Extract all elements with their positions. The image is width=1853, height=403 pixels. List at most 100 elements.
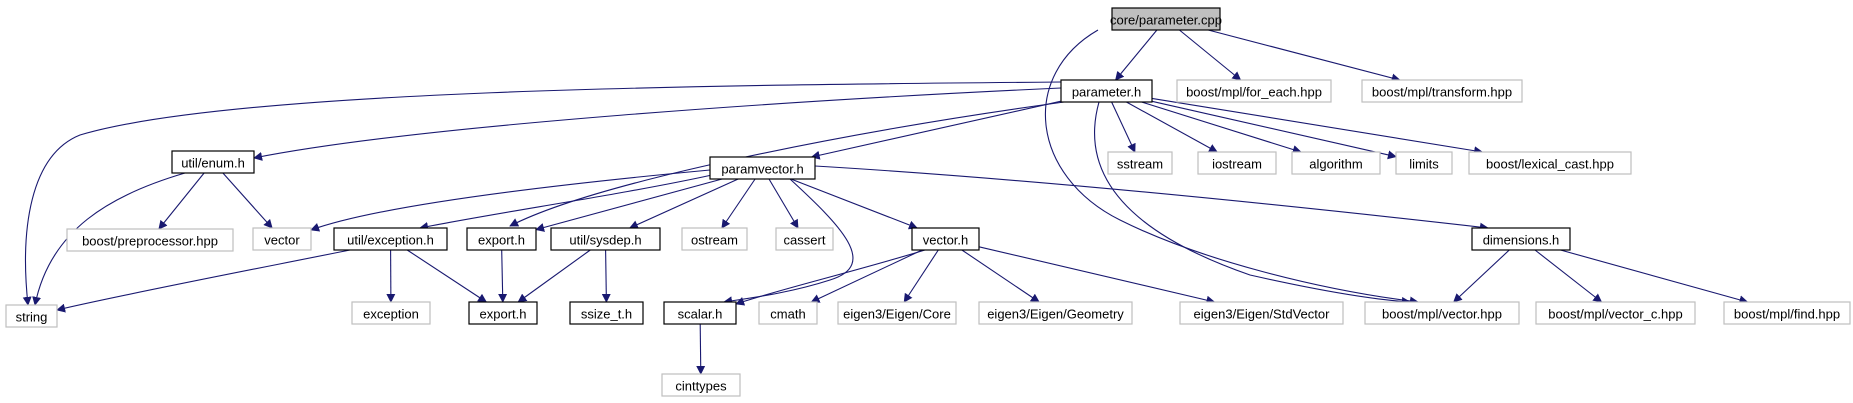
edge-vector-h-to-eigen-core xyxy=(903,249,939,303)
node-box xyxy=(1107,151,1173,175)
node-dimensions-h[interactable]: dimensions.h xyxy=(1471,227,1571,251)
edge-parameter-h-to-limits xyxy=(1151,100,1397,160)
node-label: iostream xyxy=(1212,157,1262,172)
edge-export-h-a-to-export-h-b xyxy=(498,249,508,303)
node-box xyxy=(550,227,661,251)
node-box xyxy=(1197,151,1277,175)
node-label: sstream xyxy=(1117,157,1163,172)
edge-vector-h-to-cmath xyxy=(810,249,923,303)
node-box xyxy=(911,227,980,251)
edge-paramvector-h-to-cassert xyxy=(768,178,799,229)
node-box xyxy=(1060,79,1153,103)
edge-parameter-h-to-sstream xyxy=(1111,101,1136,153)
node-vector-h[interactable]: vector.h xyxy=(911,227,980,251)
node-box xyxy=(252,227,312,251)
node-label: exception xyxy=(363,307,419,322)
node-boost-mpl-vector-c: boost/mpl/vector_c.hpp xyxy=(1535,301,1696,325)
node-box xyxy=(681,227,748,251)
edge-util-enum-h-to-vector-std xyxy=(222,172,273,229)
node-label: export.h xyxy=(480,307,527,322)
node-util-sysdep-h[interactable]: util/sysdep.h xyxy=(550,227,661,251)
node-export-h-a[interactable]: export.h xyxy=(466,227,537,251)
node-box xyxy=(171,150,255,174)
node-label: util/exception.h xyxy=(347,233,434,248)
node-label: vector xyxy=(264,233,300,248)
edge-dimensions-h-to-boost-mpl-vector-c xyxy=(1534,249,1603,303)
node-scalar-h[interactable]: scalar.h xyxy=(663,301,737,325)
node-label: ssize_t.h xyxy=(581,307,632,322)
node-label: vector.h xyxy=(923,233,969,248)
node-label: string xyxy=(16,310,48,325)
node-core-parameter-cpp[interactable]: core/parameter.cpp xyxy=(1110,7,1222,31)
node-box xyxy=(1361,79,1523,103)
edge-vector-h-to-scalar-h xyxy=(735,249,926,306)
edge-paramvector-h-to-export-h-a xyxy=(535,178,723,232)
node-box xyxy=(775,227,834,251)
edge-parameter-h-to-boost-lexical-cast xyxy=(1151,97,1484,156)
node-box xyxy=(1535,301,1696,325)
edge-paramvector-h-to-scalar-h xyxy=(723,178,854,306)
node-label: boost/mpl/vector_c.hpp xyxy=(1548,307,1682,322)
node-paramvector-h[interactable]: paramvector.h xyxy=(709,156,816,180)
node-boost-lexical-cast: boost/lexical_cast.hpp xyxy=(1468,151,1632,175)
node-label: boost/mpl/vector.hpp xyxy=(1382,307,1502,322)
node-box xyxy=(1395,151,1453,175)
node-label: util/sysdep.h xyxy=(569,233,641,248)
edge-util-sysdep-h-to-ssize-t-h xyxy=(601,249,611,303)
node-util-enum-h[interactable]: util/enum.h xyxy=(171,150,255,174)
edge-dimensions-h-to-boost-mpl-vector xyxy=(1453,249,1510,303)
node-box xyxy=(1291,151,1381,175)
node-box xyxy=(1111,7,1221,31)
node-box xyxy=(758,301,818,325)
edge-parameter-h-to-algorithm xyxy=(1141,101,1302,154)
node-label: boost/mpl/find.hpp xyxy=(1734,307,1840,322)
node-label: scalar.h xyxy=(678,307,723,322)
node-cassert: cassert xyxy=(775,227,834,251)
node-box xyxy=(1723,301,1851,325)
edge-util-exception-h-to-export-h-b xyxy=(406,249,488,303)
node-box xyxy=(569,301,644,325)
node-boost-mpl-find: boost/mpl/find.hpp xyxy=(1723,301,1851,325)
node-boost-mpl-vector: boost/mpl/vector.hpp xyxy=(1364,301,1520,325)
node-boost-mpl-transform: boost/mpl/transform.hpp xyxy=(1361,79,1523,103)
node-label: boost/preprocessor.hpp xyxy=(82,234,218,249)
node-label: eigen3/Eigen/StdVector xyxy=(1194,307,1331,322)
node-label: dimensions.h xyxy=(1483,233,1560,248)
node-limits: limits xyxy=(1395,151,1453,175)
node-box xyxy=(468,301,538,325)
node-box xyxy=(1176,79,1332,103)
edge-paramvector-h-to-vector-h xyxy=(790,178,918,230)
edge-paramvector-h-to-util-exception-h xyxy=(419,174,713,231)
node-vector-std: vector xyxy=(252,227,312,251)
node-label: limits xyxy=(1409,157,1439,172)
edge-core-parameter-cpp-to-boost-mpl-vector xyxy=(1044,29,1419,306)
node-box xyxy=(837,301,957,325)
node-box xyxy=(709,156,816,180)
edge-paramvector-h-to-util-sysdep-h xyxy=(628,178,739,229)
edges-layer xyxy=(22,29,1749,375)
node-label: paramvector.h xyxy=(721,162,803,177)
node-label: eigen3/Eigen/Geometry xyxy=(987,307,1124,322)
node-eigen-geometry: eigen3/Eigen/Geometry xyxy=(978,301,1133,325)
node-eigen-stdvector: eigen3/Eigen/StdVector xyxy=(1179,301,1344,325)
node-box xyxy=(1468,151,1632,175)
node-ssize-t-h[interactable]: ssize_t.h xyxy=(569,301,644,325)
node-label: boost/mpl/transform.hpp xyxy=(1372,85,1512,100)
edge-parameter-h-to-util-enum-h xyxy=(253,87,1062,161)
edge-util-exception-h-to-string xyxy=(56,249,351,313)
edge-paramvector-h-to-dimensions-h xyxy=(814,165,1489,232)
edge-core-parameter-cpp-to-boost-mpl-for-each xyxy=(1179,29,1242,81)
node-box xyxy=(466,227,537,251)
node-boost-preprocessor: boost/preprocessor.hpp xyxy=(66,228,234,252)
node-label: eigen3/Eigen/Core xyxy=(843,307,951,322)
node-label: boost/mpl/for_each.hpp xyxy=(1186,85,1322,100)
node-export-h-b[interactable]: export.h xyxy=(468,301,538,325)
node-util-exception-h[interactable]: util/exception.h xyxy=(333,227,448,251)
node-parameter-h[interactable]: parameter.h xyxy=(1060,79,1153,103)
node-cinttypes: cinttypes xyxy=(661,373,741,397)
node-iostream: iostream xyxy=(1197,151,1277,175)
node-box xyxy=(1364,301,1520,325)
node-cmath: cmath xyxy=(758,301,818,325)
node-boost-mpl-for-each: boost/mpl/for_each.hpp xyxy=(1176,79,1332,103)
